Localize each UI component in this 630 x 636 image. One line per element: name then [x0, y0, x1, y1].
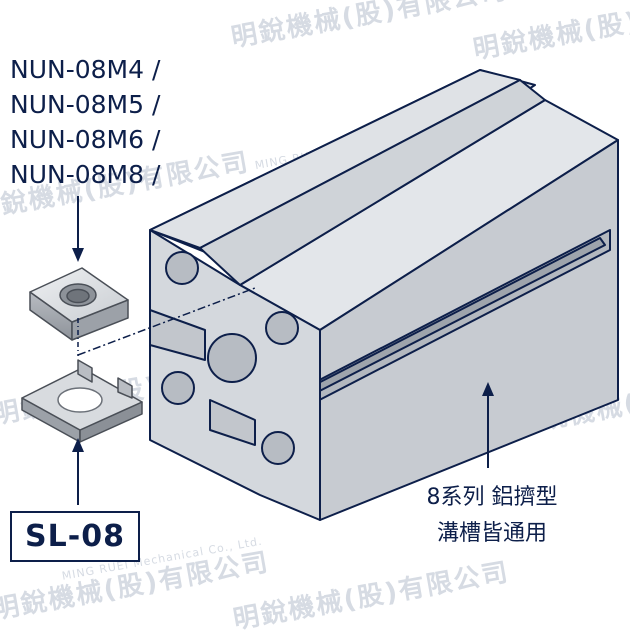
- caption-line-2: 溝槽皆通用: [402, 516, 582, 552]
- nut-model-list: NUN-08M4 / NUN-08M5 / NUN-08M6 / NUN-08M…: [10, 52, 160, 192]
- spacer-label: SL-08: [25, 519, 125, 554]
- profile-hole-top-right: [266, 312, 298, 344]
- caption-line-1: 8系列 鋁擠型: [402, 480, 582, 516]
- profile-hole-bottom-left: [162, 372, 194, 404]
- spacer: [22, 360, 142, 442]
- nut-model-m8: NUN-08M8 /: [10, 157, 160, 192]
- nut-model-m4: NUN-08M4 /: [10, 52, 160, 87]
- profile-hole-top-left: [166, 252, 198, 284]
- profile-hole-bottom-right: [262, 432, 294, 464]
- nut-model-m5: NUN-08M5 /: [10, 87, 160, 122]
- nut-thread-inner: [67, 290, 89, 303]
- profile-hole-center: [208, 334, 256, 382]
- arrow-to-spacer: [72, 438, 84, 505]
- nut-model-m6: NUN-08M6 /: [10, 122, 160, 157]
- profile-caption: 8系列 鋁擠型 溝槽皆通用: [402, 480, 582, 552]
- arrow-to-nut: [72, 196, 84, 262]
- aluminum-profile: [150, 70, 618, 520]
- spacer-hole: [58, 388, 102, 412]
- spacer-label-box: SL-08: [10, 511, 140, 562]
- square-nut: [30, 268, 128, 340]
